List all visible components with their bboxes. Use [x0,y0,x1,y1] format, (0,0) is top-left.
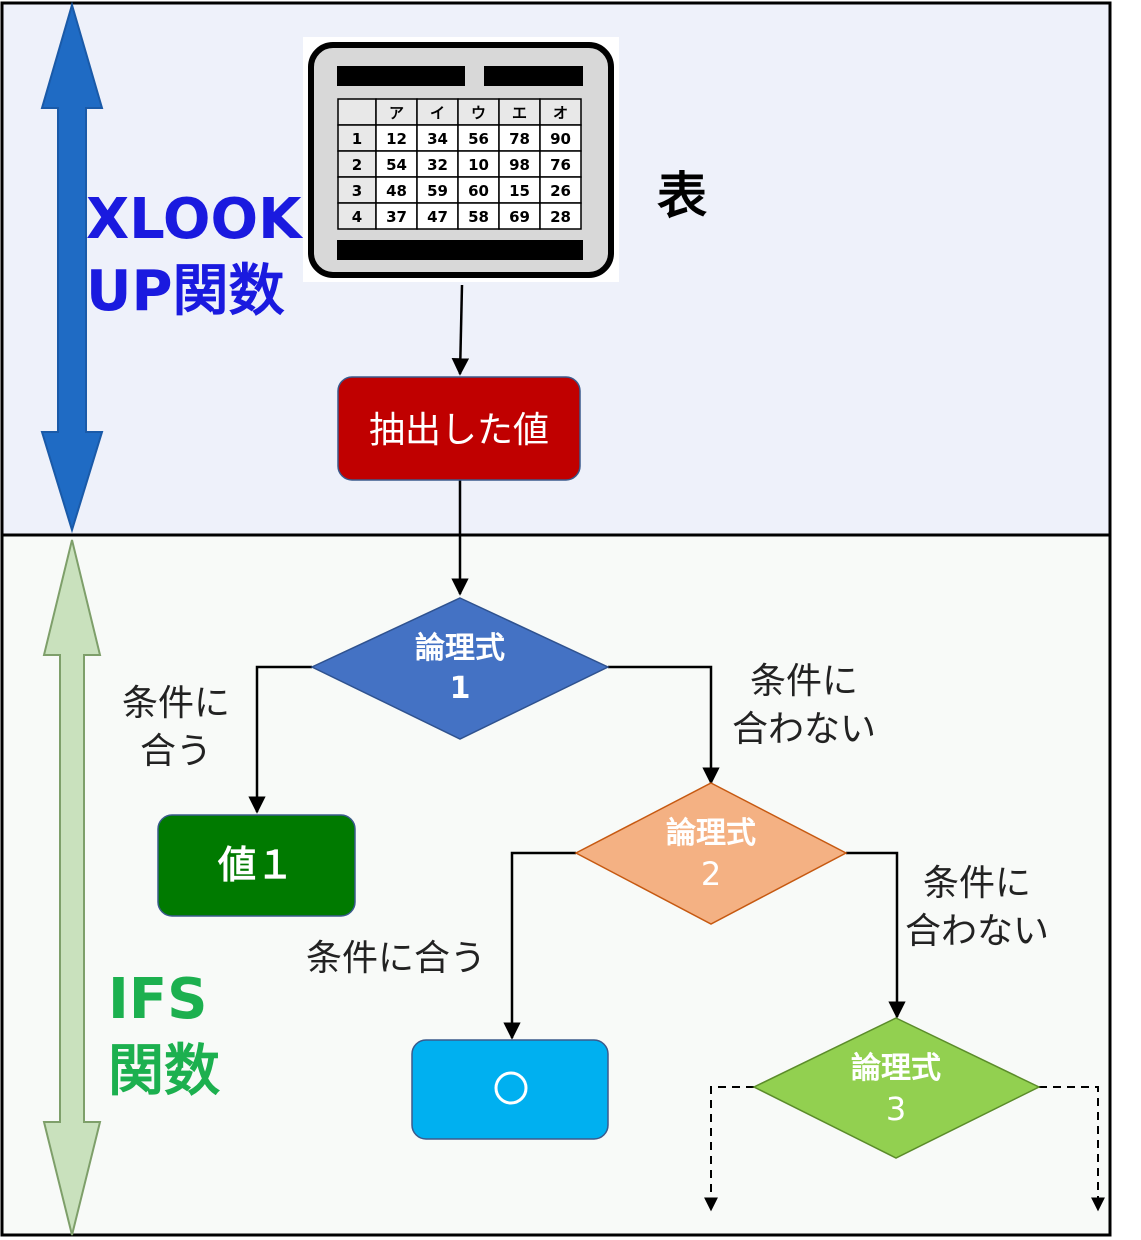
extracted-value-box: 抽出した値 [337,376,581,481]
table-cell-text: 26 [550,182,571,200]
edge-c1-match-line1: 条件に [122,683,230,724]
table-cell-bg [337,124,377,152]
table-cell-bg [375,150,418,178]
table-cell-bg [375,202,418,230]
table-cell-text: 28 [550,208,571,226]
table-cell-text: 15 [509,182,530,200]
condition2-diamond: 論理式 2 [574,782,848,925]
table-cell-text: 90 [550,130,571,148]
value1-box: 値１ [157,814,356,917]
table-cell-text: 60 [468,182,489,200]
table-cell-text: 34 [427,130,448,148]
condition2-line1: 論理式 [666,816,756,851]
table-cell-text: 54 [386,156,407,174]
table-cell-text: 58 [468,208,489,226]
table-cell-bg [539,176,582,204]
table-cell-text: 1 [352,130,362,148]
table-icon: ア イ ウ エ オ 1 12 34 56 78 90 2 54 32 10 98 76 3 48 59 60 15 26 4 3… [303,37,619,282]
table-cell-text: 48 [386,182,407,200]
connector-table-to-value [451,284,470,376]
circle-mark-icon [494,1071,528,1105]
ifs-range-arrow [42,539,102,1236]
connector-c3-right-dashed [1039,1086,1105,1212]
connector-c1-nomatch [608,665,720,785]
table-cell-text: 56 [468,130,489,148]
connector-c3-left-dashed [704,1086,754,1212]
table-cell-text: 47 [427,208,448,226]
table-cell-text: エ [512,104,527,122]
ifs-label-line1: IFS [108,967,207,1032]
edge-c2-nomatch-line1: 条件に [923,863,1031,904]
edge-c2-nomatch-line2: 合わない [905,911,1049,952]
edge-c1-nomatch-line1: 条件に [750,661,858,702]
circle-result-box [411,1039,609,1140]
connector-c2-nomatch [846,851,906,1019]
condition1-line1: 論理式 [415,631,505,666]
table-cell-text: 4 [352,208,362,226]
connector-c2-match [503,851,576,1040]
table-cell-bg [337,202,377,230]
value1-label: 値１ [217,843,294,887]
table-cell-text: 3 [352,182,362,200]
table-label: 表 [657,167,707,225]
table-cell-text: 69 [509,208,530,226]
table-cell-text: ア [389,104,404,122]
table-cell-bg [539,202,582,230]
condition2-line2: 2 [701,855,721,893]
table-cell-text: 37 [386,208,407,226]
table-cell-text: 32 [427,156,448,174]
table-cell-bg [416,124,459,152]
table-cell-text: オ [553,104,568,122]
table-cell-bg [498,98,541,126]
table-cell-text: 78 [509,130,530,148]
table-cell-text: 12 [386,130,407,148]
condition3-diamond: 論理式 3 [752,1017,1041,1159]
table-cell-bg [457,150,500,178]
condition1-diamond: 論理式 1 [310,597,610,740]
table-cell-bg [337,150,377,178]
table-cell-bg [375,176,418,204]
table-grid: ア イ ウ エ オ 1 12 34 56 78 90 2 54 32 10 98 76 3 48 59 60 15 26 4 3… [337,98,582,230]
table-cell-text: 59 [427,182,448,200]
connector-c1-match [248,665,312,814]
xlookup-label-line1: XLOOK [86,187,304,252]
table-cell-bg [337,98,377,126]
edge-c1-nomatch-line2: 合わない [732,709,876,750]
condition3-line2: 3 [886,1090,906,1128]
table-cell-text: 10 [468,156,489,174]
table-cell-text: 98 [509,156,530,174]
xlookup-label-line2: UP関数 [86,259,285,324]
table-cell-text: ウ [471,104,486,122]
table-cell-text: イ [430,104,445,122]
table-cell-bg [498,150,541,178]
xlookup-range-arrow [40,1,104,534]
edge-c2-match: 条件に合う [306,938,486,979]
extracted-value-label: 抽出した値 [369,410,549,451]
edge-c1-match-line2: 合う [140,731,212,772]
ifs-label-line2: 関数 [108,1039,220,1104]
table-cell-bg [457,202,500,230]
condition3-line1: 論理式 [851,1051,941,1086]
table-cell-text: 2 [352,156,362,174]
table-cell-text: 76 [550,156,571,174]
condition1-line2: 1 [450,671,471,706]
